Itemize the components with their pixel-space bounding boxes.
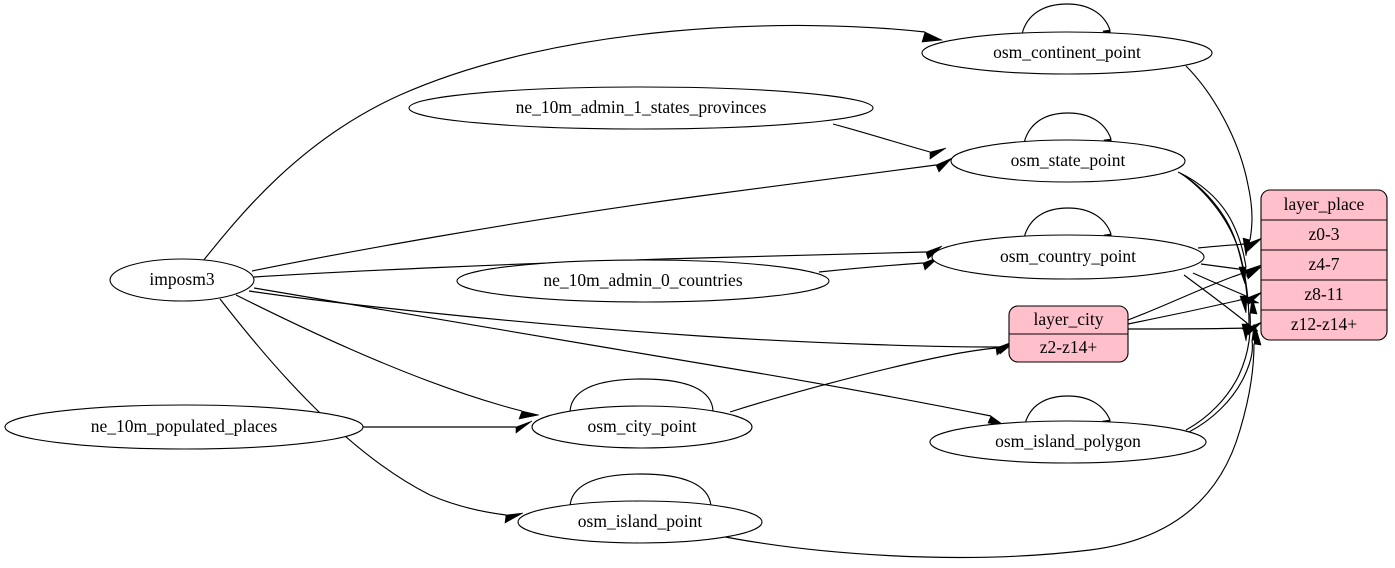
- node-ne-10m-admin-0-countries[interactable]: ne_10m_admin_0_countries: [456, 259, 830, 303]
- record-node-layer-place[interactable]: layer_place z0-3 z4-7 z8-11 z12-z14+: [1260, 189, 1388, 341]
- node-ne-10m-populated-places[interactable]: ne_10m_populated_places: [4, 404, 364, 450]
- edge-osm-city-point-to-layer-city: [729, 341, 1013, 413]
- node-label-osm-continent-point: osm_continent_point: [993, 42, 1141, 62]
- edge-osm-island-point-to-layer-place-z12-z14: [714, 327, 1262, 558]
- node-label-ne-10m-admin-1-states-provinces: ne_10m_admin_1_states_provinces: [516, 97, 767, 117]
- edge-imposm3-to-osm-island-point: [219, 298, 524, 524]
- node-osm-state-point[interactable]: osm_state_point: [950, 139, 1186, 183]
- node-ne-10m-admin-1-states-provinces[interactable]: ne_10m_admin_1_states_provinces: [408, 86, 874, 130]
- edge-layer-city-to-layer-place-z8-11: [1127, 291, 1263, 325]
- record-row-layer-city-z2-z14[interactable]: z2-z14+: [1040, 337, 1098, 357]
- record-row-layer-place-header: layer_place: [1284, 194, 1365, 214]
- node-label-osm-state-point: osm_state_point: [1011, 150, 1126, 170]
- record-row-layer-place-z8-11[interactable]: z8-11: [1304, 284, 1343, 304]
- node-osm-island-polygon[interactable]: osm_island_polygon: [929, 420, 1207, 464]
- record-row-layer-place-z4-7[interactable]: z4-7: [1308, 254, 1339, 274]
- node-osm-island-point[interactable]: osm_island_point: [517, 500, 763, 544]
- record-row-layer-city-header: layer_city: [1034, 309, 1104, 329]
- record-row-layer-place-z0-3[interactable]: z0-3: [1308, 224, 1339, 244]
- edge-ne-countries-to-osm-country-point: [818, 256, 940, 273]
- node-osm-city-point[interactable]: osm_city_point: [531, 405, 753, 449]
- node-label-osm-island-point: osm_island_point: [578, 511, 703, 531]
- edge-imposm3-to-osm-island-polygon: [253, 287, 1006, 427]
- edge-ne-states-provinces-to-osm-state-point: [832, 123, 947, 160]
- node-osm-country-point[interactable]: osm_country_point: [931, 234, 1205, 280]
- node-imposm3[interactable]: imposm3: [109, 258, 255, 302]
- edge-imposm3-to-osm-state-point: [251, 157, 953, 272]
- edge-ne-populated-places-to-osm-city-point: [363, 420, 533, 434]
- node-label-osm-country-point: osm_country_point: [1000, 246, 1136, 266]
- nodes-layer: imposm3 ne_10m_admin_1_states_provinces …: [4, 31, 1388, 544]
- node-label-ne-10m-admin-0-countries: ne_10m_admin_0_countries: [543, 270, 742, 290]
- edge-osm-country-point-to-layer-place-z0-3: [1197, 237, 1263, 252]
- node-label-ne-10m-populated-places: ne_10m_populated_places: [91, 416, 278, 436]
- node-label-imposm3: imposm3: [149, 269, 214, 289]
- edge-imposm3-to-osm-continent-point: [202, 24, 944, 262]
- node-label-osm-island-polygon: osm_island_polygon: [995, 431, 1141, 451]
- record-row-layer-place-z12-z14[interactable]: z12-z14+: [1291, 314, 1357, 334]
- edge-osm-continent-point-to-layer-place-z0-3: [1185, 65, 1253, 257]
- edge-osm-island-polygon-to-layer-place-z8-11: [1185, 296, 1258, 431]
- node-label-osm-city-point: osm_city_point: [588, 416, 697, 436]
- node-osm-continent-point[interactable]: osm_continent_point: [921, 31, 1213, 75]
- edge-layer-city-to-layer-place-z4-7: [1127, 265, 1263, 321]
- edge-imposm3-to-osm-city-point: [235, 294, 540, 420]
- record-node-layer-city[interactable]: layer_city z2-z14+: [1008, 305, 1129, 363]
